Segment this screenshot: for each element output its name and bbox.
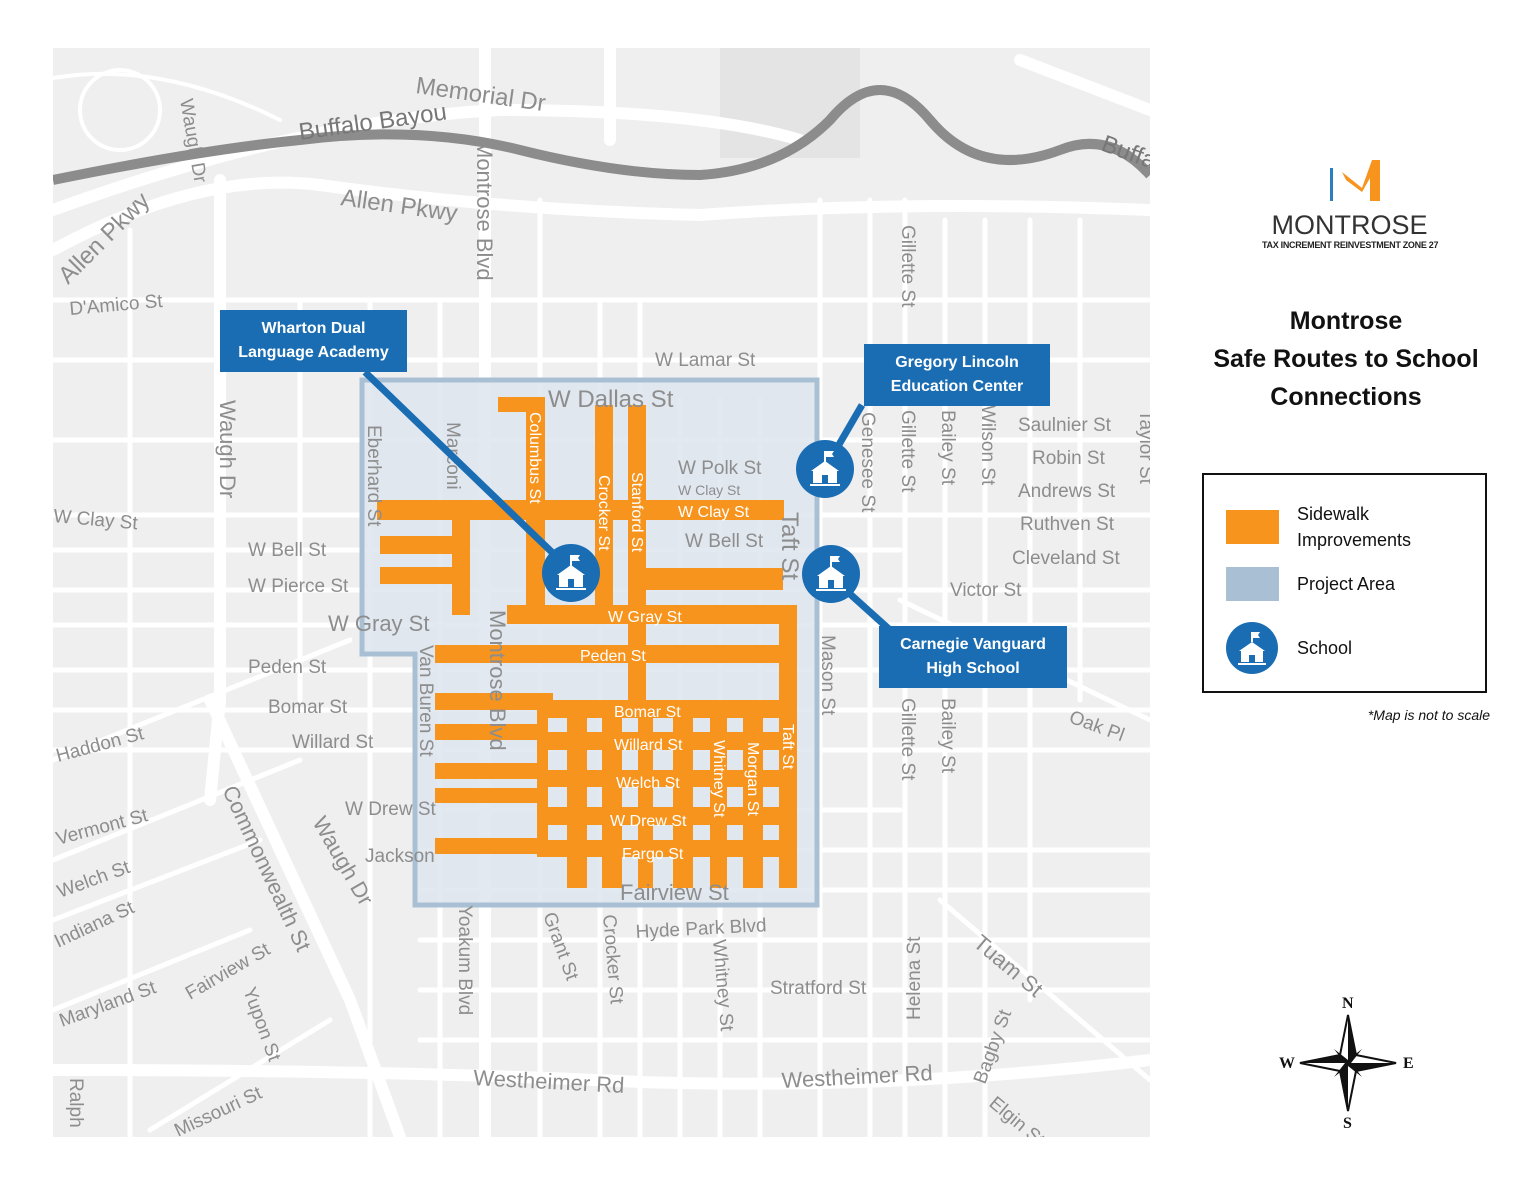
- street-label: Ralph: [65, 1078, 86, 1128]
- street-label: Fairview St: [620, 880, 729, 905]
- street-label: Montrose Blvd: [485, 610, 510, 751]
- street-label: Columbus St: [526, 412, 543, 504]
- street-label: Willard St: [614, 737, 683, 754]
- compass-east: E: [1403, 1055, 1414, 1072]
- school-marker-carnegie[interactable]: [802, 545, 860, 603]
- street-label: Gillette St: [897, 225, 918, 308]
- street-label: W Drew St: [345, 799, 437, 820]
- school-name-line: Gregory Lincoln: [895, 354, 1019, 371]
- street-label: Stanford St: [628, 472, 645, 553]
- road-network: [53, 48, 1150, 1137]
- school-icon: [810, 451, 840, 486]
- school-icon: [556, 555, 586, 590]
- street-label: W Gray St: [328, 611, 429, 636]
- street-label: Bomar St: [268, 697, 348, 718]
- street-label: Van Buren St: [415, 645, 436, 757]
- street-label: Morgan St: [744, 742, 761, 816]
- legend-item-sidewalk: Sidewalk Improvements: [1226, 501, 1437, 553]
- street-label: Fargo St: [622, 846, 684, 863]
- street-label: Eberhard St: [363, 425, 384, 527]
- street-label: Wilson St: [977, 405, 998, 486]
- street-label: W Lamar St: [655, 350, 756, 371]
- school-icon: [816, 556, 846, 591]
- street-label: Yoakum Blvd: [454, 905, 475, 1015]
- title-line: Safe Routes to School: [1213, 345, 1479, 373]
- street-label: Montrose Blvd: [472, 140, 497, 281]
- street-label: Peden St: [580, 648, 646, 665]
- legend-item-school: School: [1226, 621, 1352, 675]
- street-label: Andrews St: [1018, 481, 1116, 502]
- street-label: W Clay St: [678, 482, 740, 498]
- street-label: Ruthven St: [1020, 514, 1115, 535]
- legend-label: School: [1297, 637, 1353, 658]
- school-marker-wharton[interactable]: [542, 544, 600, 602]
- street-label: Peden St: [248, 657, 327, 678]
- street-label: Taft St: [776, 512, 803, 580]
- callout-wharton[interactable]: Wharton Dual Language Academy: [220, 310, 407, 372]
- school-name-line: Language Academy: [238, 344, 389, 361]
- street-label: Taft St: [779, 724, 796, 770]
- school-markers: [542, 440, 860, 603]
- street-label: Willard St: [292, 732, 374, 753]
- street-label: W Bell St: [685, 531, 764, 552]
- street-label: Victor St: [950, 580, 1022, 601]
- street-label: Mason St: [817, 635, 838, 716]
- montrose-tirz-logo: MONTROSE TAX INCREMENT REINVESTMENT ZONE…: [1262, 160, 1439, 255]
- legend-label: Project Area: [1297, 573, 1396, 594]
- street-label: Whitney St: [710, 740, 727, 818]
- legend: Sidewalk Improvements Project Area Schoo…: [1202, 473, 1487, 693]
- compass-south: S: [1343, 1115, 1352, 1132]
- logo-wordmark: MONTROSE: [1271, 210, 1428, 240]
- street-label: W Bell St: [248, 540, 327, 561]
- street-label: Genesee St: [857, 412, 878, 513]
- callout-carnegie[interactable]: Carnegie Vanguard High School: [879, 626, 1067, 688]
- school-name-line: High School: [926, 660, 1020, 677]
- sidewalk-swatch: [1226, 510, 1279, 544]
- street-label: Bailey St: [937, 410, 958, 486]
- logo-tagline: TAX INCREMENT REINVESTMENT ZONE 27: [1262, 240, 1439, 250]
- school-name-line: Education Center: [890, 378, 1024, 395]
- map-title: Montrose Safe Routes to School Connectio…: [1190, 302, 1502, 416]
- street-label: W Gray St: [608, 609, 682, 626]
- school-name-line: Wharton Dual: [261, 320, 366, 337]
- sidewalk-improvements: [377, 397, 797, 888]
- street-label: Crocker St: [595, 475, 612, 551]
- street-label: W Drew St: [610, 813, 687, 830]
- street-label: Bomar St: [614, 704, 681, 721]
- street-label: W Pierce St: [248, 576, 349, 597]
- street-label: Bailey St: [937, 698, 958, 774]
- street-label: Robin St: [1032, 448, 1106, 469]
- street-label: Stratford St: [770, 978, 867, 999]
- street-label: Waugh Dr: [215, 400, 240, 498]
- street-label: Gillette St: [897, 698, 918, 781]
- street-label: W Polk St: [678, 458, 762, 479]
- street-label: Welch St: [616, 775, 680, 792]
- street-label: Helena St: [904, 936, 925, 1020]
- street-label: Taylor St: [1135, 410, 1156, 485]
- sidewalk-labels: Columbus St Crocker St Stanford St W Cla…: [526, 412, 796, 863]
- school-name-line: Carnegie Vanguard: [900, 636, 1046, 653]
- street-label: Saulnier St: [1018, 415, 1112, 436]
- legend-label: Sidewalk Improvements: [1297, 504, 1412, 550]
- title-line: Montrose: [1289, 307, 1403, 335]
- street-label: Cleveland St: [1012, 548, 1120, 569]
- street-label: Gillette St: [897, 410, 918, 493]
- street-label: W Clay St: [678, 504, 750, 521]
- school-icon: [1226, 622, 1278, 674]
- compass-west: W: [1279, 1055, 1295, 1072]
- compass-north: N: [1342, 995, 1354, 1012]
- street-label: Jackson: [365, 846, 435, 867]
- callout-gregory-lincoln[interactable]: Gregory Lincoln Education Center: [864, 344, 1050, 406]
- project-area-swatch: [1226, 567, 1279, 601]
- compass-rose: [1299, 1014, 1397, 1112]
- street-label: W Dallas St: [548, 386, 674, 413]
- title-line: Connections: [1270, 383, 1422, 411]
- logo-mark: [1330, 160, 1380, 201]
- scale-note: *Map is not to scale: [1367, 707, 1490, 723]
- school-marker-gregory-lincoln[interactable]: [796, 440, 854, 498]
- legend-item-project-area: Project Area: [1226, 567, 1395, 601]
- buffalo-bayou: [53, 85, 1150, 185]
